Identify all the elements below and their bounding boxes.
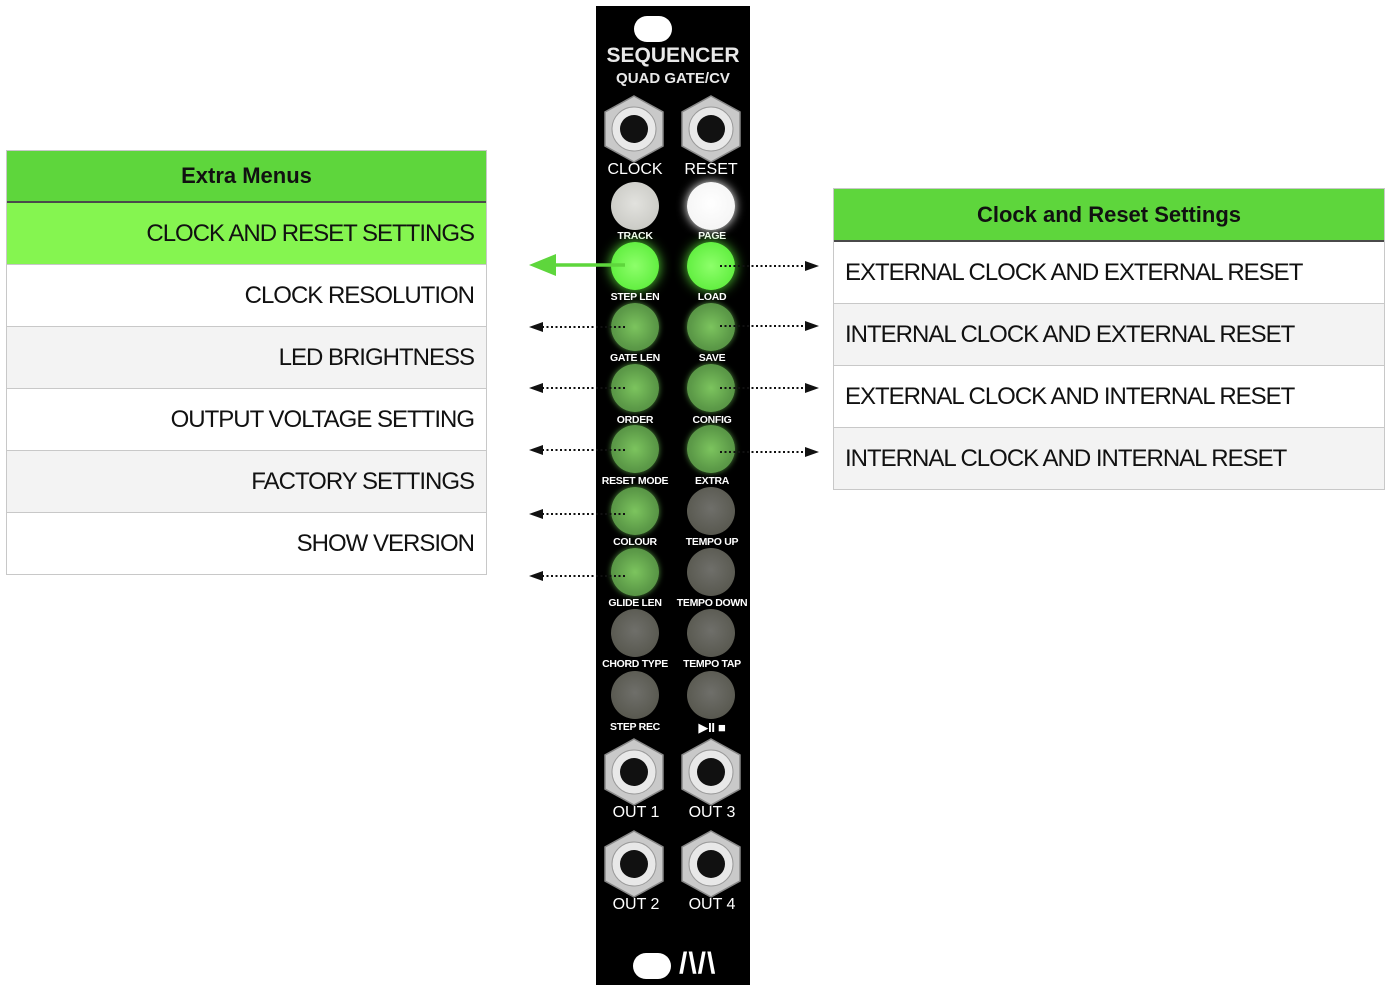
clock-reset-settings-header: Clock and Reset Settings — [834, 188, 1384, 242]
tempo-down-label: TEMPO DOWN — [676, 597, 748, 609]
load-button[interactable] — [687, 242, 735, 290]
menu-item-show-version[interactable]: SHOW VERSION — [7, 513, 486, 575]
extra-label: EXTRA — [694, 475, 730, 487]
step-len-label: STEP LEN — [610, 291, 660, 303]
out4-jack[interactable] — [676, 829, 746, 899]
play-stop-button[interactable] — [687, 671, 735, 719]
reset-jack-label: RESET — [684, 161, 738, 178]
chord-type-label: CHORD TYPE — [602, 658, 668, 670]
setting-int-clock-ext-reset[interactable]: INTERNAL CLOCK AND EXTERNAL RESET — [834, 304, 1384, 366]
colour-button[interactable] — [611, 487, 659, 535]
out4-label: OUT 4 — [688, 896, 736, 913]
gate-len-label: GATE LEN — [610, 352, 660, 364]
track-button[interactable] — [611, 182, 659, 230]
menu-item-led-brightness[interactable]: LED BRIGHTNESS — [7, 327, 486, 389]
out2-label: OUT 2 — [612, 896, 660, 913]
out3-label: OUT 3 — [688, 804, 736, 821]
glide-len-label: GLIDE LEN — [608, 597, 662, 609]
tempo-tap-button[interactable] — [687, 609, 735, 657]
step-rec-label: STEP REC — [610, 721, 660, 733]
save-label: SAVE — [698, 352, 726, 364]
glide-len-button[interactable] — [611, 548, 659, 596]
config-label: CONFIG — [692, 414, 732, 426]
step-rec-button[interactable] — [611, 671, 659, 719]
order-button[interactable] — [611, 364, 659, 412]
page-label: PAGE — [698, 230, 726, 242]
setting-ext-clock-ext-reset[interactable]: EXTERNAL CLOCK AND EXTERNAL RESET — [834, 242, 1384, 304]
extra-menus-header: Extra Menus — [7, 150, 486, 203]
out1-jack[interactable] — [599, 737, 669, 807]
bottom-mounting-hole — [633, 953, 671, 979]
page-button[interactable] — [687, 182, 735, 230]
menu-item-factory-settings[interactable]: FACTORY SETTINGS — [7, 451, 486, 513]
track-label: TRACK — [617, 230, 653, 242]
gate-len-button[interactable] — [611, 303, 659, 351]
menu-item-clock-resolution[interactable]: CLOCK RESOLUTION — [7, 265, 486, 327]
reset-mode-button[interactable] — [611, 425, 659, 473]
module-subtitle: QUAD GATE/CV — [616, 70, 730, 87]
out1-label: OUT 1 — [612, 804, 660, 821]
tempo-up-button[interactable] — [687, 487, 735, 535]
extra-button[interactable] — [687, 425, 735, 473]
menu-item-output-voltage-setting[interactable]: OUTPUT VOLTAGE SETTING — [7, 389, 486, 451]
out3-jack[interactable] — [676, 737, 746, 807]
sequencer-module-panel: SEQUENCER QUAD GATE/CV CLOCK RESET TRACK… — [596, 6, 750, 985]
reset-jack[interactable] — [676, 94, 746, 164]
config-button[interactable] — [687, 364, 735, 412]
out2-jack[interactable] — [599, 829, 669, 899]
order-label: ORDER — [616, 414, 654, 426]
load-label: LOAD — [697, 291, 727, 303]
play-stop-label: ▶II ■ — [698, 720, 726, 735]
top-mounting-hole — [634, 16, 672, 42]
colour-label: COLOUR — [613, 536, 657, 548]
save-button[interactable] — [687, 303, 735, 351]
menu-item-clock-and-reset-settings[interactable]: CLOCK AND RESET SETTINGS — [7, 203, 486, 265]
clock-jack[interactable] — [599, 94, 669, 164]
clock-reset-settings-table: Clock and Reset Settings EXTERNAL CLOCK … — [833, 188, 1385, 490]
reset-mode-label: RESET MODE — [601, 475, 669, 487]
extra-menus-table: Extra Menus CLOCK AND RESET SETTINGS CLO… — [6, 150, 487, 575]
setting-int-clock-int-reset[interactable]: INTERNAL CLOCK AND INTERNAL RESET — [834, 428, 1384, 490]
brand-logo: /\/\ — [679, 947, 717, 980]
tempo-tap-label: TEMPO TAP — [683, 658, 741, 670]
module-title: SEQUENCER — [606, 44, 740, 67]
chord-type-button[interactable] — [611, 609, 659, 657]
tempo-down-button[interactable] — [687, 548, 735, 596]
clock-jack-label: CLOCK — [607, 161, 663, 178]
setting-ext-clock-int-reset[interactable]: EXTERNAL CLOCK AND INTERNAL RESET — [834, 366, 1384, 428]
tempo-up-label: TEMPO UP — [685, 536, 739, 548]
step-len-button[interactable] — [611, 242, 659, 290]
